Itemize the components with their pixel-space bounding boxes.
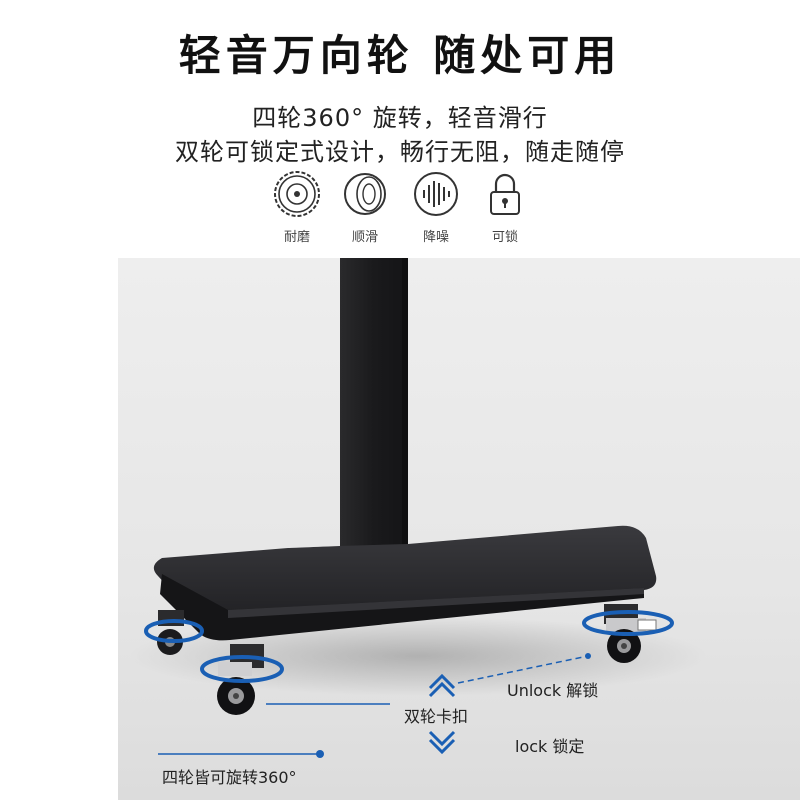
wheel-icon bbox=[274, 171, 320, 217]
callout-rotate-360: 四轮皆可旋转360° bbox=[162, 768, 297, 787]
soundwave-icon bbox=[414, 172, 458, 216]
callout-unlock: Unlock 解锁 bbox=[507, 681, 599, 700]
feature-label: 耐磨 bbox=[283, 230, 310, 245]
stand-illustration bbox=[128, 258, 708, 758]
padlock-icon bbox=[490, 173, 520, 215]
subline-rotation: 四轮360° 旋转，轻音滑行 bbox=[252, 104, 548, 132]
product-photo: Unlock 解锁 双轮卡扣 lock 锁定 四轮皆可旋转360° bbox=[118, 258, 800, 800]
caster-front-right bbox=[582, 604, 674, 663]
feature-label: 顺滑 bbox=[351, 230, 378, 245]
feature-wear-resistant: 耐磨 bbox=[262, 168, 332, 245]
callout-lock: lock 锁定 bbox=[515, 737, 585, 756]
feature-noise-reduction: 降噪 bbox=[401, 168, 471, 245]
feature-label: 可锁 bbox=[491, 230, 518, 245]
caster-back-left bbox=[144, 610, 204, 655]
wheel-ring-icon bbox=[344, 173, 386, 215]
headline: 轻音万向轮 随处可用 bbox=[178, 31, 622, 80]
caster-front-left bbox=[200, 644, 284, 715]
feature-lockable: 可锁 bbox=[470, 168, 540, 245]
subline-lockable: 双轮可锁定式设计，畅行无阻，随走随停 bbox=[175, 138, 625, 166]
feature-label: 降噪 bbox=[422, 230, 449, 245]
feature-smooth: 顺滑 bbox=[330, 168, 400, 245]
callout-dual-lock: 双轮卡扣 bbox=[404, 707, 469, 726]
